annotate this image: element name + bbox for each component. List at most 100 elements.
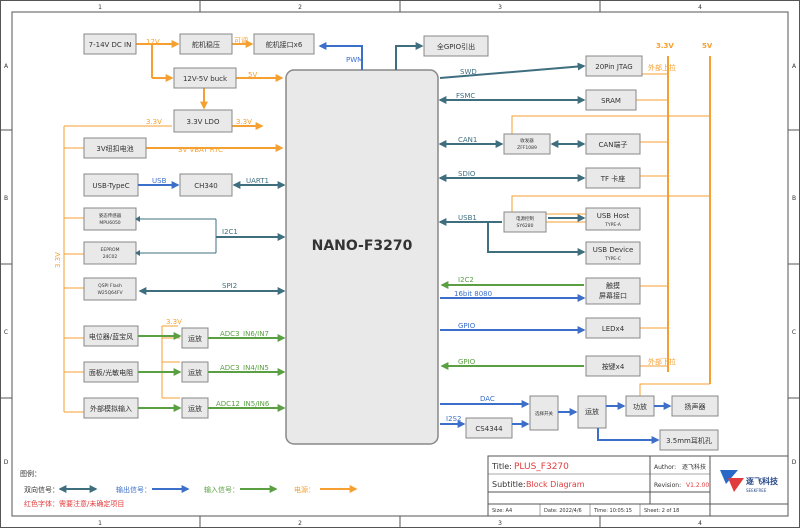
left-signals (135, 42, 424, 412)
sdio-label: SDIO (458, 170, 476, 178)
opamp-3-label: 运放 (188, 404, 202, 413)
mpu-part: MPU6050 (99, 220, 120, 226)
flash-part: W25Q64FV (97, 290, 123, 296)
mpu-block (83, 207, 137, 231)
col-label: 2 (298, 4, 302, 11)
usb-host-type: TYPE-A (604, 222, 622, 228)
dc-in-block (83, 33, 137, 55)
gpio-header-label: 全GPIO引出 (437, 42, 475, 51)
legend-out-label: 输出信号： (116, 485, 151, 494)
v12-label: 12V (146, 38, 160, 46)
col-label: 1 (98, 520, 102, 527)
title-block: Title: PLUS_F3270 Subtitle: Block Diagra… (487, 455, 789, 517)
pot-label: 电位器/蓝宝风 (89, 332, 133, 341)
row-label: B (792, 195, 796, 202)
adj-label: 可调 (234, 36, 248, 45)
company-name-en: SEEKFREE (746, 488, 767, 493)
sheet-field: Sheet: 2 of 18 (644, 508, 679, 514)
usb-host-label: USB Host (597, 212, 630, 220)
key-block (585, 355, 641, 377)
note-pullup: 外部上拉 (648, 63, 676, 72)
usb-typec-label: USB-TypeC (92, 182, 129, 190)
buck-label: 12V-5V buck (183, 75, 228, 83)
legend-title: 图例： (20, 469, 41, 478)
revision-key: Revision: (654, 482, 681, 489)
ch340-label: CH340 (194, 182, 218, 190)
note-pulldown: 外部下拉 (648, 357, 676, 366)
jtag-block (585, 55, 643, 77)
left-blocks: 7-14V DC IN 舵机稳压 舵机接口x6 12V-5V buck 3.3V… (83, 33, 315, 419)
v33-ldo-out-label: 3.3V (236, 118, 252, 126)
row-label: C (4, 329, 8, 336)
flash-block (83, 277, 137, 301)
usb-device-label: USB Device (593, 246, 634, 254)
ch340-block (179, 173, 233, 197)
company-logo-icon (720, 470, 744, 492)
spi2-label: SPI2 (222, 282, 237, 290)
jtag-label: 20Pin JTAG (595, 63, 632, 71)
sram-label: SRAM (601, 97, 621, 105)
power-amp-label: 功放 (633, 402, 647, 411)
row-label: C (792, 329, 796, 336)
steer-port-block (253, 33, 315, 55)
amp-v-label: 3.3V (166, 318, 182, 326)
i2c2-label: I2C2 (458, 276, 474, 284)
gpio2-label: GPIO (458, 358, 476, 366)
touch-label: 触摸 (606, 281, 620, 290)
mcu-block (285, 69, 439, 445)
flash-label: QSPI Flash (98, 283, 122, 289)
author-value: 逐飞科技 (682, 463, 706, 471)
mcu-label: NANO-F3270 (312, 238, 413, 254)
eeprom-label: EEPROM (101, 247, 120, 253)
i2s2-label: I2S2 (446, 415, 461, 423)
row-label: A (4, 63, 9, 70)
title-key: Title: (491, 462, 512, 471)
usb-device-block (585, 241, 641, 265)
mpu-label: 姿态传感器 (99, 212, 122, 219)
led-block (585, 317, 641, 339)
cs4344-block (465, 417, 513, 439)
usb-label: USB (152, 177, 167, 185)
gpio1-label: GPIO (458, 322, 476, 330)
usb-host-block (585, 207, 641, 231)
legend-bi-label: 双向信号： (24, 485, 59, 494)
v33-ldo-in-label: 3.3V (146, 118, 162, 126)
can-port-label: CAN端子 (599, 140, 628, 149)
cs4344-label: CS4344 (475, 425, 503, 433)
ldo-block (173, 109, 233, 133)
sram-block (585, 89, 637, 111)
subtitle-value: Block Diagram (526, 480, 585, 489)
vbat-label: 3V VBAT RTC (178, 146, 223, 154)
power-ctrl-part: SY6280 (516, 223, 533, 229)
i2c1-label: I2C1 (222, 228, 238, 236)
transceiver-label: 收发器 (520, 137, 534, 144)
legend-pwr-label: 电源： (294, 485, 315, 494)
audio-opamp-block (577, 395, 607, 429)
left-rail-label: 3.3V (54, 252, 62, 268)
bit16-label: 16bit 8080 (454, 290, 492, 298)
fsmc-label: FSMC (456, 92, 475, 100)
dc-in-label: 7-14V DC IN (89, 41, 132, 49)
size-field: Size: A4 (492, 508, 512, 514)
rail33-label: 3.3V (656, 42, 674, 50)
photo-label: 面板/光敏电阻 (89, 368, 133, 377)
power-rails (63, 56, 711, 413)
transceiver-part: ZFF1089 (517, 145, 537, 151)
adc2-label: ADC3_IN4/IN5 (220, 364, 269, 372)
ldo-label: 3.3V LDO (187, 118, 220, 126)
uart-label: UART1 (246, 177, 269, 185)
steer-regulator-label: 舵机稳压 (192, 40, 220, 49)
legend-note: 红色字体：需要注意/未确定项目 (24, 499, 124, 508)
tf-label: TF 卡座 (600, 174, 626, 183)
rail5-label: 5V (702, 42, 713, 50)
adc3-label: ADC12_IN5/IN6 (216, 400, 270, 408)
dac-label: DAC (480, 395, 495, 403)
revision-value: V1.2.00 (686, 482, 709, 489)
screen-label: 屏幕接口 (599, 291, 627, 300)
jack-block (659, 429, 719, 451)
speaker-label: 扬声器 (685, 402, 706, 411)
steer-port-label: 舵机接口x6 (266, 40, 303, 49)
time-field: Time: 10:05:15 (593, 508, 632, 514)
switch-block (529, 395, 559, 431)
